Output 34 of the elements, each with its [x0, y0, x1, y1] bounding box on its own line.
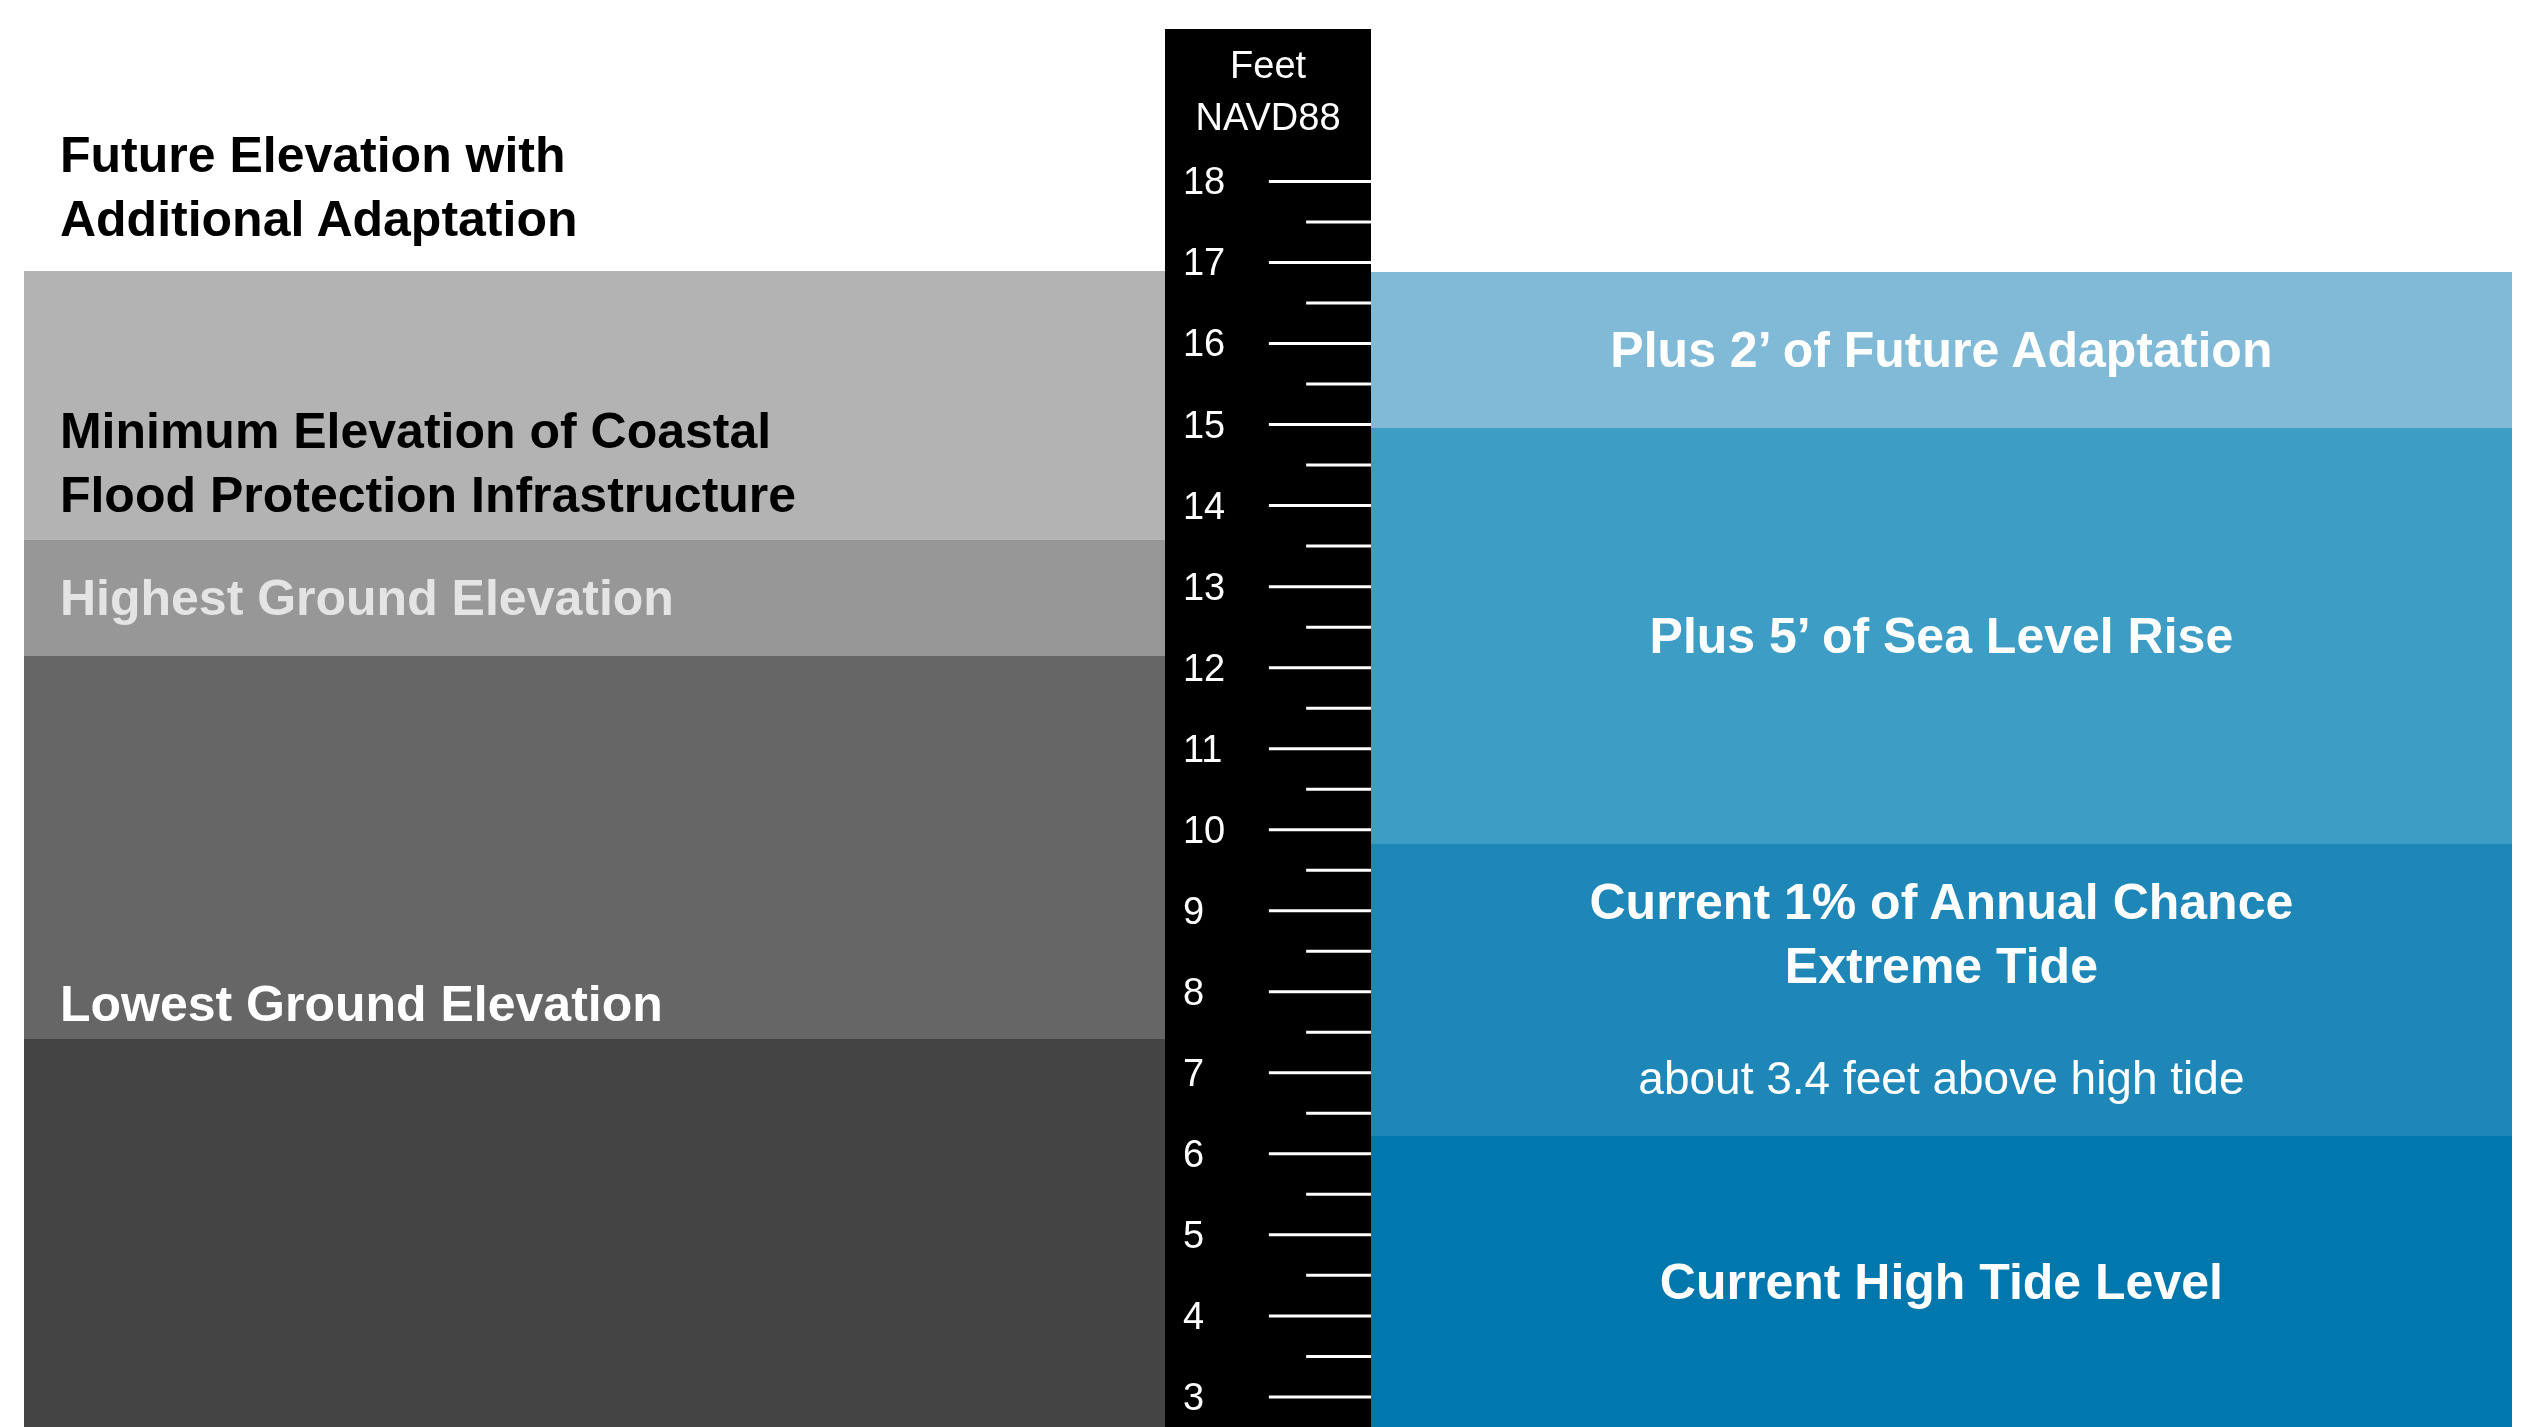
tick-label: 7 — [1183, 1051, 1205, 1094]
axis-unit-label: Feet NAVD88 — [1194, 42, 1342, 140]
water-level-band — [1370, 272, 2512, 428]
band-label: Current 1% of Annual Chance Extreme Tide — [1588, 873, 2295, 997]
tick-label: 9 — [1183, 889, 1205, 932]
water-level-band — [1370, 427, 2512, 845]
tick-label: 5 — [1183, 1213, 1205, 1256]
water-level-band — [1370, 844, 2512, 1136]
tick-label: 18 — [1183, 160, 1226, 203]
tick-label: 11 — [1183, 727, 1223, 770]
band-note: about 3.4 feet above high tide — [1638, 1051, 2245, 1107]
tick-label: 8 — [1183, 970, 1205, 1013]
elevation-band — [24, 1038, 1166, 1427]
band-label: Plus 2’ of Future Adaptation — [1610, 321, 2273, 381]
tick-label: 6 — [1183, 1132, 1205, 1175]
water-level-band — [1370, 1136, 2512, 1427]
tick-label: 15 — [1183, 403, 1226, 446]
elevation-band — [24, 539, 1166, 657]
tick-label: 3 — [1183, 1375, 1205, 1418]
elevation-band — [24, 656, 1166, 1039]
tick-label: 10 — [1183, 808, 1226, 851]
tick-label: 13 — [1183, 565, 1226, 608]
tick-label: 12 — [1183, 646, 1226, 689]
elevation-band — [24, 270, 1166, 540]
tick-label: 17 — [1183, 241, 1226, 284]
band-label: Plus 5’ of Sea Level Rise — [1649, 607, 2234, 667]
tick-label: 16 — [1183, 322, 1226, 365]
tick-label: 4 — [1183, 1294, 1205, 1337]
heading-text: Future Elevation with Additional Adaptation — [59, 126, 579, 250]
band-label: Current High Tide Level — [1659, 1252, 2223, 1312]
tick-label: 14 — [1183, 484, 1226, 527]
band-label: Minimum Elevation of Coastal Flood Protection Infrastructure — [59, 401, 798, 525]
band-label: Highest Ground Elevation — [59, 568, 674, 628]
band-label: Lowest Ground Elevation — [59, 974, 663, 1034]
